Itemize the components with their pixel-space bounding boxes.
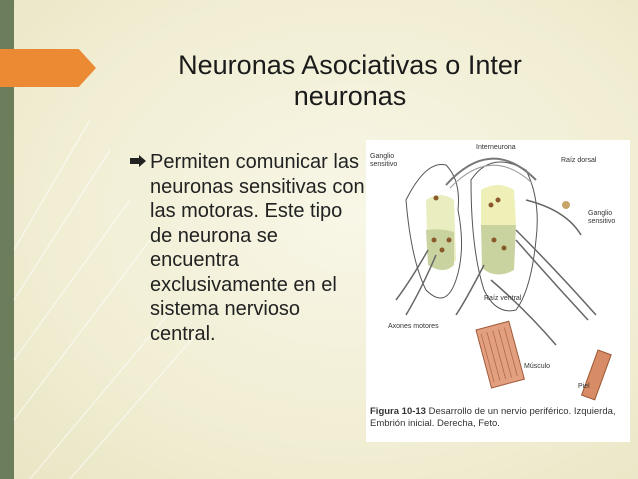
- label-ganglio-left-1: Ganglio: [370, 153, 394, 160]
- figure-caption: Figura 10-13 Desarrollo de un nervio per…: [370, 406, 628, 430]
- label-axones-motores: Axones motores: [388, 323, 439, 330]
- title-line-1: Neuronas Asociativas o Inter: [178, 50, 522, 80]
- left-bar: [0, 0, 14, 479]
- slide-title: Neuronas Asociativas o Inter neuronas: [120, 50, 580, 112]
- label-ganglio-right-1: Ganglio: [588, 210, 612, 217]
- label-piel: Piel: [578, 383, 590, 390]
- label-ganglio-left-2: sensitivo: [370, 161, 397, 168]
- bullet-item: Permiten comunicar las neuronas sensitiv…: [130, 150, 365, 346]
- bullet-text: Permiten comunicar las neuronas sensitiv…: [150, 151, 365, 345]
- figure-caption-text: Desarrollo de un nervio periférico. Izqu…: [370, 406, 616, 429]
- label-raiz-dorsal: Raíz dorsal: [561, 157, 597, 164]
- title-accent-arrow: [0, 49, 96, 87]
- title-line-2: neuronas: [293, 81, 407, 111]
- figure-number: Figura 10-13: [370, 406, 426, 417]
- neuron-figure: Interneurona Ganglio sensitivo Raíz dors…: [366, 140, 630, 442]
- arrow-bullet-icon: [130, 155, 146, 167]
- nerve-diagram: Interneurona Ganglio sensitivo Raíz dors…: [370, 144, 615, 401]
- label-interneurona: Interneurona: [476, 144, 516, 151]
- label-ganglio-right-2: sensitivo: [588, 218, 615, 225]
- label-raiz-ventral: Raíz ventral: [484, 295, 522, 302]
- label-musculo: Músculo: [524, 363, 550, 370]
